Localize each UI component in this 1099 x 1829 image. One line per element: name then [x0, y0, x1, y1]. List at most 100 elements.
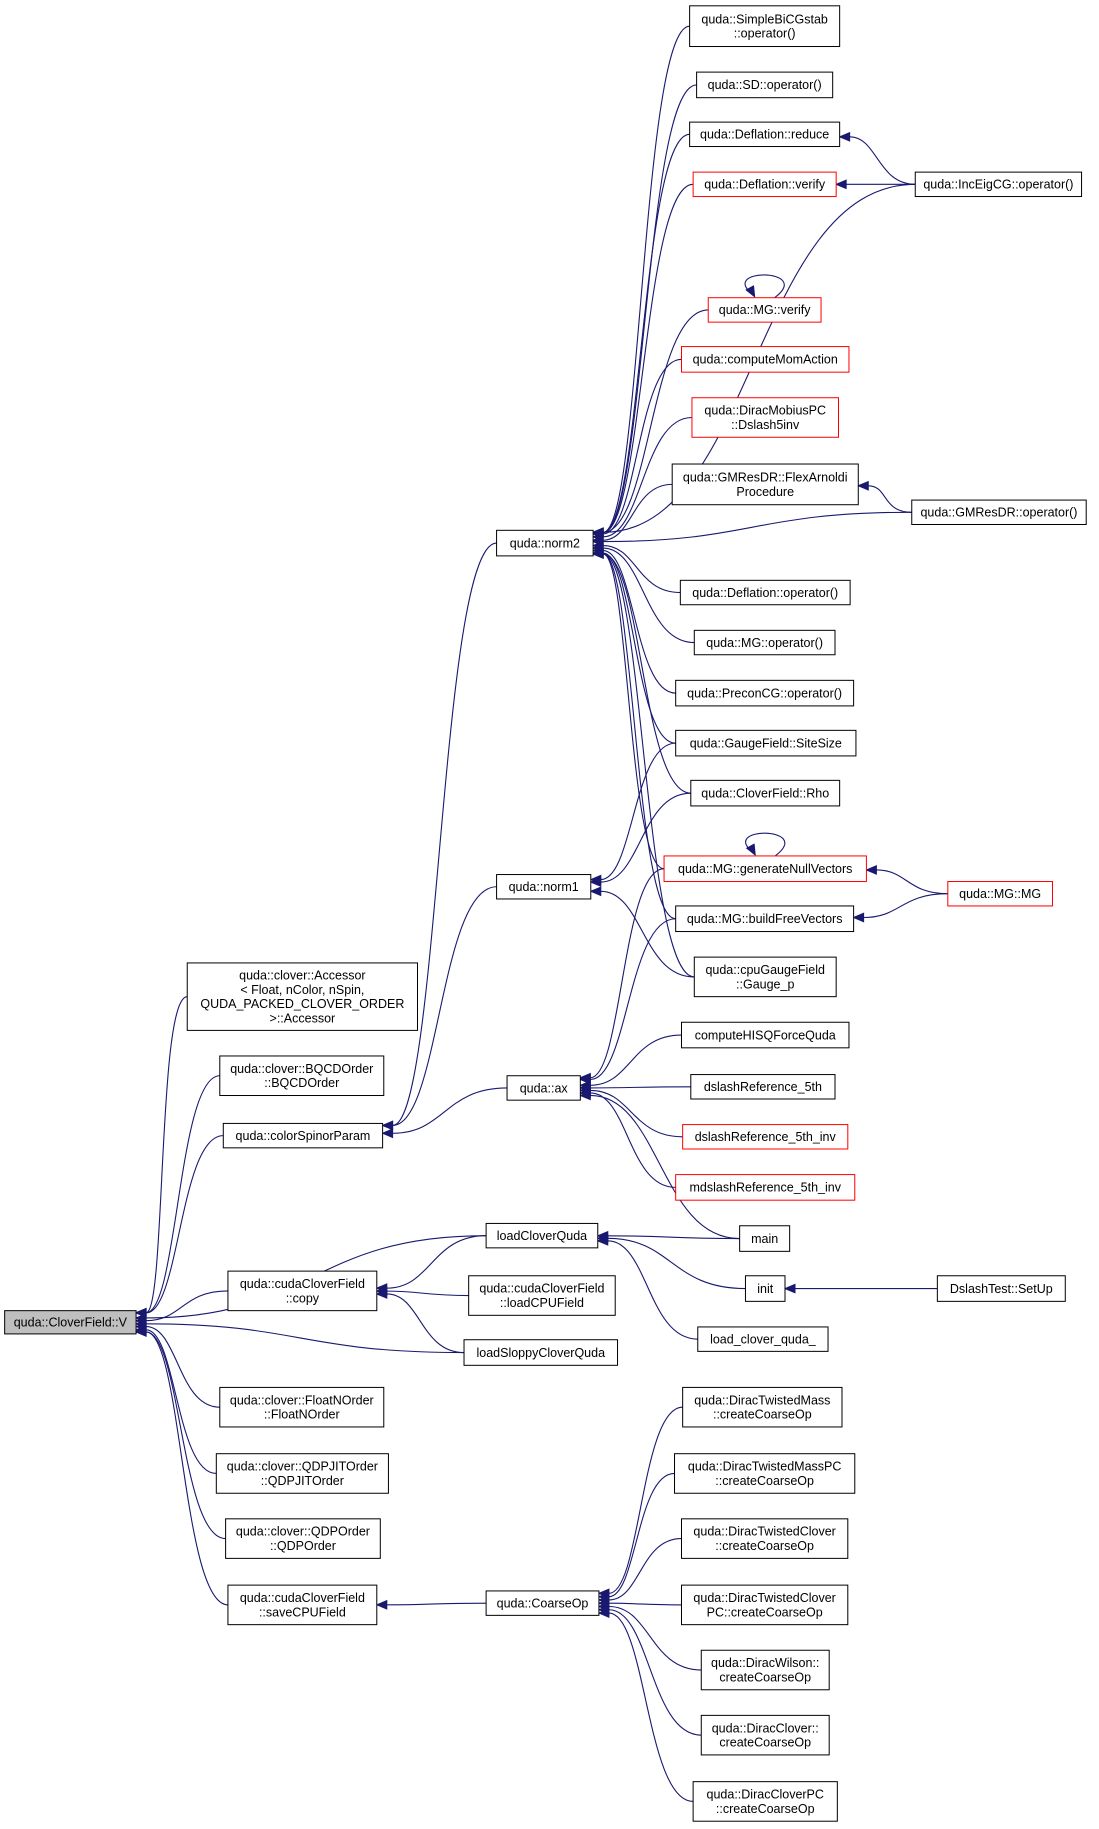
node-label: load_clover_quda_ [710, 1332, 817, 1346]
node-init[interactable]: init [744, 1275, 786, 1302]
node-deflverify[interactable]: quda::Deflation::verify [692, 171, 837, 198]
node-ax[interactable]: quda::ax [506, 1075, 581, 1101]
edge-line [603, 309, 709, 533]
node-simplebicg[interactable]: quda::SimpleBiCGstab::operator() [689, 5, 841, 48]
node-mgverify[interactable]: quda::MG::verify [707, 297, 822, 323]
node-label: quda::GMResDR::operator() [920, 506, 1077, 520]
edge-line [745, 832, 786, 857]
node-buildfree[interactable]: quda::MG::buildFreeVectors [675, 905, 855, 933]
edge-mgverify-to-mgverify [744, 274, 785, 299]
node-label: init [757, 1282, 774, 1296]
node-cloverpc[interactable]: quda::DiracCloverPC::createCoarseOp [692, 1781, 838, 1822]
node-dslash5[interactable]: dslashReference_5th [690, 1074, 836, 1100]
node-deflop[interactable]: quda::Deflation::operator() [679, 579, 851, 606]
node-floatn[interactable]: quda::clover::FloatNOrder::FloatNOrder [219, 1386, 385, 1428]
node-label: >::Accessor [270, 1012, 336, 1026]
edge-colorspinorparam-to-root [134, 1135, 224, 1318]
node-mobius[interactable]: quda::DiracMobiusPC::Dslash5inv [691, 397, 839, 438]
edge-arrowhead [579, 1090, 591, 1101]
edge-line [868, 485, 912, 513]
edge-line [392, 542, 497, 1126]
node-main[interactable]: main [739, 1225, 791, 1252]
node-twcloverpc[interactable]: quda::DiracTwistedCloverPC::createCoarse… [680, 1584, 849, 1626]
node-rho[interactable]: quda::CloverField::Rho [690, 779, 841, 807]
edge-arrowhead [589, 877, 602, 888]
edge-line [145, 1331, 226, 1540]
edge-line [602, 553, 695, 978]
node-preconcg[interactable]: quda::PreconCG::operator() [675, 679, 855, 707]
node-mdslash5inv[interactable]: mdslashReference_5th_inv [675, 1174, 856, 1201]
node-norm2[interactable]: quda::norm2 [496, 529, 594, 557]
node-label: ::operator() [734, 27, 796, 41]
node-sd[interactable]: quda::SD::operator() [696, 71, 834, 99]
node-label: loadSloppyCloverQuda [476, 1346, 605, 1360]
edge-rho-to-norm2 [591, 548, 691, 794]
node-box [506, 1075, 581, 1101]
node-box [222, 1122, 384, 1149]
node-hisq[interactable]: computeHISQForceQuda [680, 1021, 850, 1049]
node-inceigcg[interactable]: quda::IncEigCG::operator() [914, 171, 1083, 198]
edge-sitesize-to-norm1 [589, 742, 676, 885]
edge-line [145, 1135, 224, 1314]
node-mgop[interactable]: quda::MG::operator() [693, 629, 836, 656]
node-sitesize[interactable]: quda::GaugeField::SiteSize [675, 729, 857, 757]
node-box [911, 499, 1087, 525]
edge-line [603, 550, 676, 694]
node-coarseop[interactable]: quda::CoarseOp [485, 1590, 600, 1616]
node-wilson[interactable]: quda::DiracWilson::createCoarseOp [700, 1649, 830, 1691]
node-gaugep[interactable]: quda::cpuGaugeField::Gauge_p [693, 956, 837, 998]
node-qdp[interactable]: quda::clover::QDPOrder::QDPOrder [225, 1518, 381, 1559]
node-gmresop[interactable]: quda::GMResDR::operator() [911, 499, 1087, 525]
edge-hisq-to-ax [579, 1034, 682, 1091]
node-box [496, 529, 594, 557]
edge-line [603, 545, 681, 594]
node-label: quda::cpuGaugeField [705, 963, 825, 977]
node-label: quda::computeMomAction [693, 353, 838, 367]
node-loadcloverquda[interactable]: load_clover_quda_ [697, 1326, 829, 1352]
node-loadsloppy[interactable]: loadSloppyCloverQuda [463, 1339, 619, 1366]
edge-line [602, 553, 665, 870]
node-label: quda::clover::BQCDOrder [230, 1062, 373, 1076]
node-accessor[interactable]: quda::clover::Accessor< Float, nColor, n… [186, 962, 419, 1031]
node-dslash5inv[interactable]: dslashReference_5th_inv [682, 1124, 849, 1150]
node-mgmg[interactable]: quda::MG::MG [947, 881, 1053, 907]
node-bqcd[interactable]: quda::clover::BQCDOrder::BQCDOrder [219, 1055, 385, 1097]
edge-line [590, 918, 676, 1081]
node-momaction[interactable]: quda::computeMomAction [680, 346, 850, 373]
node-label: quda::CloverField::V [14, 1316, 128, 1330]
edge-arrowhead [597, 1608, 610, 1619]
edge-arrowhead [381, 1128, 394, 1139]
edge-line [603, 416, 692, 538]
edge-line [386, 1293, 465, 1354]
edge-sitesize-to-norm2 [591, 548, 676, 744]
node-qdpjit[interactable]: quda::clover::QDPJITOrder::QDPJITOrder [215, 1453, 389, 1494]
edge-line [602, 553, 676, 920]
node-loadcloverquda[interactable]: loadCloverQuda [485, 1222, 599, 1249]
node-box [914, 171, 1083, 198]
node-box [700, 1649, 830, 1691]
edge-qdp-to-root [134, 1326, 226, 1540]
node-colorspinorparam[interactable]: quda::colorSpinorParam [222, 1122, 384, 1149]
node-twclover[interactable]: quda::DiracTwistedClover::createCoarseOp [680, 1518, 849, 1559]
edge-buildfree-to-norm2 [591, 548, 676, 920]
node-norm1[interactable]: quda::norm1 [496, 874, 592, 900]
node-twmasspc[interactable]: quda::DiracTwistedMassPC::createCoarseOp [674, 1453, 856, 1494]
node-copy[interactable]: quda::cudaCloverField::copy [227, 1270, 378, 1312]
edge-line [744, 274, 785, 299]
edge-gmresop-to-norm2 [591, 511, 912, 547]
node-box [675, 729, 857, 757]
node-deflreduce[interactable]: quda::Deflation::reduce [689, 121, 841, 148]
node-clover[interactable]: quda::DiracClover::createCoarseOp [700, 1714, 830, 1756]
node-root[interactable]: quda::CloverField::V [4, 1310, 137, 1335]
node-setup[interactable]: DslashTest::SetUp [936, 1275, 1066, 1302]
edge-line [386, 1602, 487, 1606]
node-gennull[interactable]: quda::MG::generateNullVectors [663, 855, 867, 883]
node-twmass[interactable]: quda::DiracTwistedMass::createCoarseOp [682, 1386, 843, 1428]
edge-accessor-to-root [134, 996, 188, 1318]
node-loadcpu[interactable]: quda::cudaCloverField::loadCPUField [468, 1275, 616, 1316]
node-savecpu[interactable]: quda::cudaCloverField::saveCPUField [227, 1584, 378, 1626]
node-label: quda::DiracTwistedClover [693, 1591, 835, 1605]
edge-arrowhead [134, 1313, 147, 1323]
